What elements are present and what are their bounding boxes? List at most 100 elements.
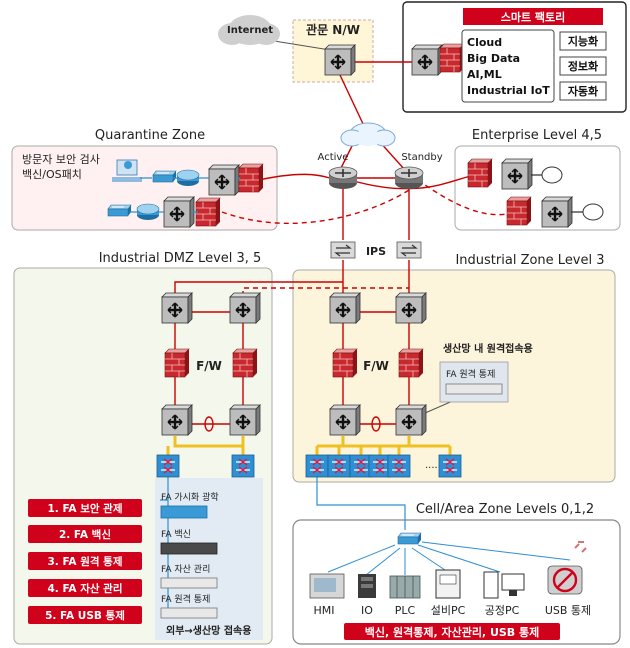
enterprise-firewall-1-icon — [467, 158, 493, 188]
enterprise-lan — [531, 174, 583, 213]
service-1-box — [28, 499, 142, 517]
gateway-label: 관문 N/W — [306, 22, 360, 37]
ind-firewall-1-icon — [332, 348, 358, 378]
device-process-pc: 공정PC — [485, 604, 520, 617]
active-label: Active — [318, 152, 349, 163]
fa-remote-server-icon — [160, 607, 218, 619]
device-io: IO — [361, 604, 373, 617]
tag-automation: 자동화 — [568, 84, 598, 98]
cell-zone-title: Cell/Area Zone Levels 0,1,2 — [416, 502, 594, 517]
external-access-label: 외부→생산망 접속용 — [166, 624, 251, 637]
dmz-access-2-icon — [231, 454, 255, 478]
internet-cloud: Internet — [218, 15, 280, 45]
dmz-server-1-label: FA 가시화 광학 — [161, 491, 219, 503]
dmz-core-2-icon — [228, 291, 262, 325]
remote-access-title: 생산망 내 원격접속용 — [443, 342, 533, 355]
service-2-box — [28, 525, 142, 543]
quarantine-firewall-2-icon — [195, 197, 221, 227]
quarantine-note-1: 방문자 보안 검사 — [22, 153, 100, 166]
ind-fw-label: F/W — [363, 359, 389, 373]
fa-vaccine-server-icon — [160, 542, 218, 555]
industrial-zone-title: Industrial Zone Level 3 — [455, 253, 604, 268]
core-cloud-icon — [340, 122, 396, 147]
dmz-server-3-label: FA 자산 관리 — [161, 564, 210, 575]
ind-access-ellipsis: ...... — [425, 460, 444, 471]
ips-standby-icon — [396, 241, 422, 259]
smart-factory-title: 스마트 팩토리 — [501, 10, 566, 24]
ind-core-1-icon — [328, 291, 362, 325]
service-4-box — [28, 579, 142, 597]
ind-dist-2-icon — [394, 403, 428, 437]
ind-core-2-icon — [394, 291, 428, 325]
tech-ai: AI,ML — [467, 68, 502, 81]
enterprise-core-1-icon — [500, 157, 534, 191]
remote-access-box-label: FA 원격 통제 — [446, 368, 495, 380]
io-icon — [358, 574, 376, 598]
enterprise-firewall-2-icon — [506, 196, 532, 226]
tag-intelligence: 지능화 — [568, 34, 598, 48]
dmz-server-4-label: FA 원격 통제 — [161, 593, 210, 605]
service-2: 2. FA 백신 — [59, 528, 111, 541]
enterprise-zone — [454, 145, 621, 231]
service-3-box — [28, 552, 142, 570]
service-1: 1. FA 보안 관제 — [48, 502, 123, 515]
standby-label: Standby — [401, 152, 442, 163]
tag-box-2 — [559, 56, 607, 76]
enterprise-core-2-icon — [540, 195, 574, 229]
remote-access-box — [439, 361, 509, 403]
visitor-pc-icon — [112, 159, 142, 182]
service-5-box — [28, 606, 142, 624]
dmz-core-1-icon — [160, 291, 194, 325]
fa-asset-server-icon — [160, 577, 218, 589]
ind-access-5-icon — [387, 454, 411, 478]
device-equipment-pc: 설비PC — [431, 604, 466, 617]
dmz-firewall-2-icon — [232, 348, 258, 378]
ind-access-6-icon — [438, 454, 462, 478]
tag-information: 정보화 — [568, 59, 598, 73]
usb-control-icon — [547, 541, 587, 595]
ind-access-2-icon — [327, 454, 351, 478]
ips-label: IPS — [366, 245, 386, 258]
cell-banner: 백신, 원격통제, 자산관리, USB 통제 — [365, 625, 540, 639]
dmz-server-2-label: FA 백신 — [161, 529, 191, 540]
service-5: 5. FA USB 통제 — [45, 609, 125, 622]
smart-factory-router-icon — [410, 43, 444, 77]
ind-firewall-2-icon — [398, 348, 424, 378]
quarantine-note-2: 백신/OS패치 — [22, 168, 82, 181]
core-active-router-icon — [328, 166, 358, 190]
plc-icon — [389, 575, 421, 599]
fa-visual-server-icon — [160, 505, 208, 519]
quarantine-firewall-1-icon — [238, 163, 264, 193]
ind-dist-1-icon — [328, 403, 362, 437]
enterprise-zone-title: Enterprise Level 4,5 — [472, 128, 602, 143]
device-usb-control: USB 통제 — [545, 604, 591, 617]
quarantine-zone-title: Quarantine Zone — [95, 128, 205, 143]
process-pc-icon — [483, 571, 525, 599]
enterprise-node-1-icon — [541, 166, 563, 184]
quarantine-core-1-icon — [207, 163, 241, 197]
dmz-fw-label: F/W — [196, 359, 222, 373]
tag-box-1 — [559, 31, 607, 51]
service-4: 4. FA 자산 관리 — [48, 582, 123, 595]
ips-active-icon — [330, 241, 356, 259]
dmz-zone-title: Industrial DMZ Level 3, 5 — [99, 251, 262, 266]
tag-box-3 — [559, 81, 607, 101]
quarantine-core-2-icon — [162, 195, 196, 229]
tech-iiot: Industrial IoT — [467, 84, 550, 97]
gateway-router-icon — [323, 43, 357, 77]
remote-access-server-icon — [445, 383, 503, 395]
service-3: 3. FA 원격 통제 — [48, 555, 123, 568]
quarantine-lan — [130, 177, 240, 213]
quarantine-switch-1-icon — [152, 170, 177, 183]
dmz-access-1-icon — [156, 454, 180, 478]
core-standby-router-icon — [394, 166, 424, 190]
device-plc: PLC — [395, 604, 416, 617]
smart-factory-firewall-icon — [439, 43, 465, 73]
dmz-dist-1-icon — [160, 403, 194, 437]
cell-switch-icon — [397, 532, 422, 545]
ind-access-1-icon — [305, 454, 329, 478]
dmz-firewall-1-icon — [164, 348, 190, 378]
smart-factory-title-box — [463, 8, 603, 25]
tech-bigdata: Big Data — [467, 52, 520, 65]
